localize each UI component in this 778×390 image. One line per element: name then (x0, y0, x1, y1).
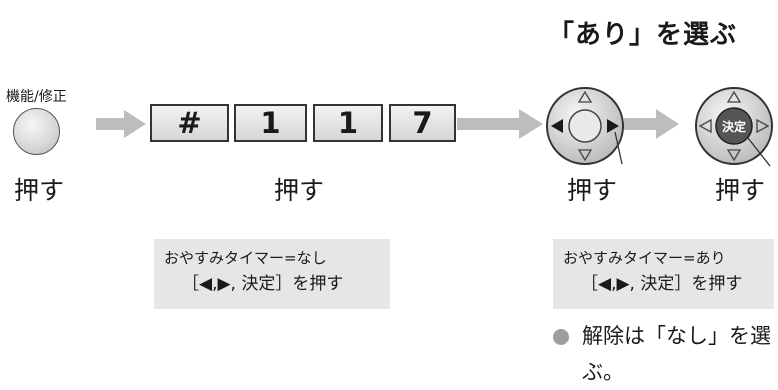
up-arrow-icon (726, 90, 742, 103)
flow-arrow-1 (96, 110, 146, 138)
function-button[interactable] (13, 108, 60, 155)
enter-pad[interactable]: 決定 (692, 84, 777, 169)
key-1[interactable]: 1 (234, 104, 307, 142)
push-label-1: 押す (14, 176, 65, 205)
down-arrow-icon (577, 149, 593, 162)
left-arrow-icon (698, 118, 712, 134)
navigation-pad[interactable] (543, 84, 628, 169)
key-1-second[interactable]: 1 (313, 104, 383, 142)
key-hash[interactable]: # (150, 104, 229, 142)
push-label-3: 押す (567, 176, 618, 205)
right-arrow-icon (607, 119, 619, 133)
left-arrow-icon (551, 119, 563, 133)
function-button-label: 機能/修正 (6, 89, 67, 105)
flow-arrows (96, 109, 679, 139)
note-line1: おやすみタイマー=あり (563, 249, 726, 267)
note-line1: おやすみタイマー=なし (164, 249, 327, 267)
enter-label: 決定 (722, 119, 746, 134)
bullet-icon (553, 329, 569, 345)
note-line2: ［◀,▶, 決定］を押す (182, 274, 344, 294)
push-label-4: 押す (715, 176, 766, 205)
bullet-text: 解除は「なし」を選ぶ。 (582, 324, 771, 384)
down-arrow-icon (726, 149, 742, 162)
note-box-off: おやすみタイマー=なし ［◀,▶, 決定］を押す (154, 239, 390, 309)
right-arrow-icon (756, 118, 770, 134)
note-line2: ［◀,▶, 決定］を押す (581, 274, 743, 294)
flow-arrow-3 (624, 109, 679, 139)
up-arrow-icon (577, 90, 593, 103)
key-7[interactable]: 7 (389, 104, 456, 142)
step-title: 「あり」を選ぶ (548, 20, 738, 50)
push-label-2: 押す (274, 176, 325, 205)
note-box-on: おやすみタイマー=あり ［◀,▶, 決定］を押す (553, 239, 774, 309)
flow-arrow-2 (457, 109, 543, 139)
enter-button (715, 107, 753, 145)
